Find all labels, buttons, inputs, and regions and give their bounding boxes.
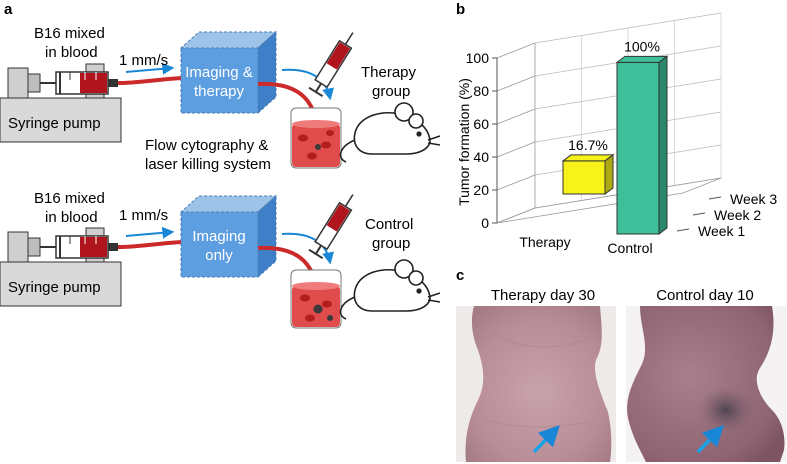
data-label: 100% [624, 38, 660, 54]
category-label: Control [607, 240, 652, 256]
therapy-day30-photo [456, 306, 616, 462]
y-tick-label: 60 [473, 116, 489, 132]
top-sample-label-line2: in blood [45, 44, 98, 61]
depth-tick [692, 212, 706, 216]
bottom-box-label-line1: Imaging [192, 228, 245, 245]
bottom-collection-beaker [290, 269, 342, 329]
top-group-label-line1: Therapy [361, 64, 417, 81]
panel-a: a B16 mixed in blood Syringe pump [0, 1, 441, 329]
bottom-pump-label: Syringe pump [8, 279, 101, 296]
bar-control [616, 61, 660, 235]
bar-side-face [604, 153, 614, 195]
chart-y-ticks: 0 20 40 60 80 100 [466, 50, 497, 231]
top-pump-label: Syringe pump [8, 115, 101, 132]
y-tick-label: 100 [466, 50, 490, 66]
bottom-flow-arrow [125, 226, 175, 239]
grid-line [496, 174, 536, 191]
top-box-label-line2: therapy [194, 83, 245, 100]
top-imaging-therapy-box: Imaging & therapy [179, 30, 278, 115]
system-label-line2: laser killing system [145, 156, 271, 173]
bottom-group-label-line2: group [372, 235, 410, 252]
top-mouse-icon [339, 102, 441, 163]
depth-tick [676, 228, 690, 232]
top-row-diagram: B16 mixed in blood Syringe pump [0, 25, 441, 173]
top-injection-syringe [308, 32, 354, 98]
bar-therapy [562, 160, 606, 195]
top-syringe [40, 71, 118, 95]
bar-side-face [658, 55, 668, 235]
category-label: Therapy [519, 234, 570, 250]
panel-b: b Tumor formation (%) 0 20 40 60 80 100 Week … [456, 1, 777, 256]
panel-c-label: c [456, 267, 464, 284]
bottom-row-diagram: B16 mixed in blood Syringe pump [0, 190, 441, 329]
top-sample-label-line1: B16 mixed [34, 25, 105, 42]
control-day10-photo [626, 306, 786, 462]
grid-line [496, 141, 536, 158]
panel-a-label: a [4, 1, 13, 18]
bottom-sample-label-line2: in blood [45, 209, 98, 226]
bottom-drip-arrow [281, 232, 334, 265]
therapy-photo-arrow [532, 424, 560, 454]
top-flow-arrow [125, 62, 175, 75]
tumor-mark [698, 386, 754, 434]
bottom-syringe-pump: Syringe pump [0, 227, 122, 307]
control-photo-arrow [696, 424, 724, 454]
depth-tick-label: Week 3 [730, 191, 777, 207]
bottom-tube-in [117, 240, 183, 249]
y-tick-label: 40 [473, 149, 489, 165]
panel-c: c Therapy day 30 Control day 10 [456, 267, 786, 462]
bottom-mouse-icon [339, 259, 441, 320]
bottom-flow-rate: 1 mm/s [119, 207, 168, 224]
grid-line [496, 42, 536, 59]
bottom-imaging-only-box: Imaging only [179, 194, 278, 279]
chart-ylabel: Tumor formation (%) [456, 78, 472, 206]
top-box-label-line1: Imaging & [185, 64, 253, 81]
chart-bars [561, 55, 669, 235]
bottom-group-label-line1: Control [365, 216, 413, 233]
system-label-line1: Flow cytography & [145, 137, 268, 154]
depth-tick-label: Week 1 [698, 223, 745, 239]
top-flow-rate: 1 mm/s [119, 52, 168, 69]
left-photo-title: Therapy day 30 [491, 287, 595, 304]
bottom-sample-label-line1: B16 mixed [34, 190, 105, 207]
data-label: 16.7% [568, 137, 608, 153]
bottom-injection-syringe [308, 194, 354, 260]
top-tube-in [117, 76, 183, 85]
y-tick-label: 0 [481, 215, 489, 231]
grid-line [496, 75, 536, 92]
y-tick-label: 80 [473, 83, 489, 99]
top-collection-beaker [290, 107, 342, 169]
bottom-box-label-line2: only [205, 247, 233, 264]
top-drip-arrow [281, 68, 334, 101]
depth-tick-label: Week 2 [714, 207, 761, 223]
bottom-syringe [40, 235, 118, 259]
right-photo-title: Control day 10 [656, 287, 754, 304]
panel-b-label: b [456, 1, 465, 18]
grid-line [496, 108, 536, 125]
y-tick-label: 20 [473, 182, 489, 198]
depth-tick [708, 196, 722, 200]
top-group-label-line2: group [372, 83, 410, 100]
